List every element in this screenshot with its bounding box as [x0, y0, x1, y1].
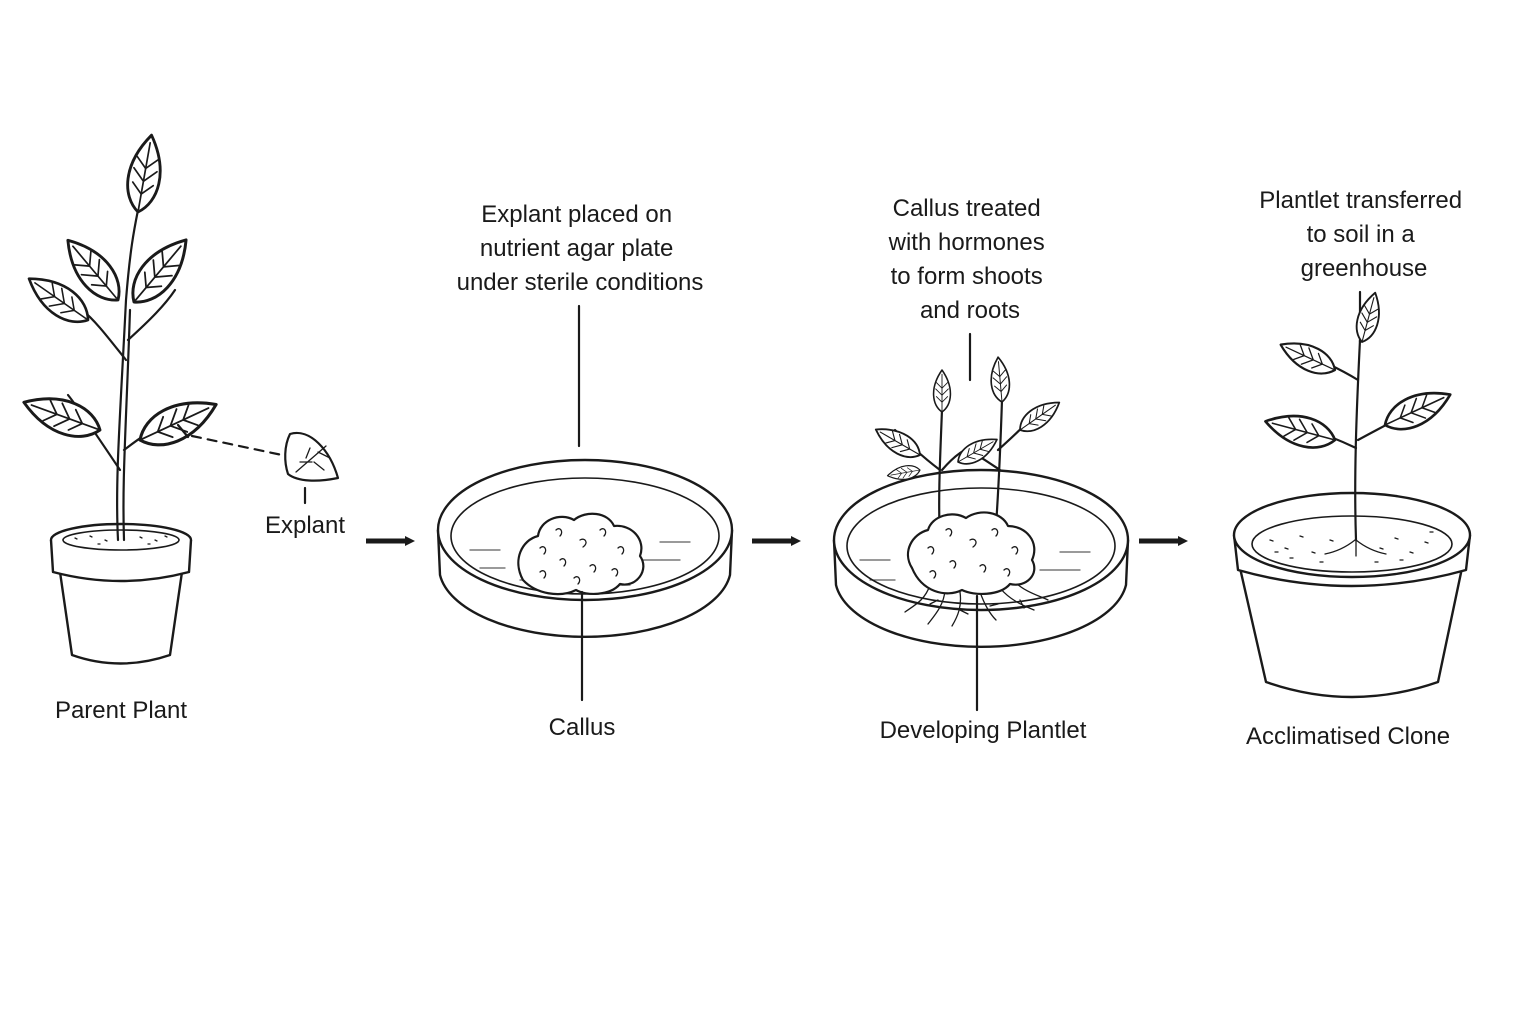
step2-line-3: under sterile conditions — [457, 269, 704, 296]
parent-plant-label: Parent Plant — [55, 697, 187, 724]
callus-label: Callus — [549, 714, 616, 741]
shoots-and-roots-icon — [869, 355, 1066, 627]
step4-line-1: Plantlet transferred — [1259, 187, 1462, 214]
callus-clump-icon — [517, 512, 645, 596]
potted-plant-icon — [16, 131, 225, 665]
step3-annotation: Callus treated with hormones to form sho… — [888, 195, 1052, 324]
explant-dashed-line — [190, 434, 284, 457]
step2-line-1: Explant placed on — [481, 201, 672, 228]
stage-acclimatised-clone: Plantlet transferred to soil in a greenh… — [1232, 187, 1472, 750]
step2-annotation: Explant placed on nutrient agar plate un… — [457, 201, 704, 296]
potted-seedling-icon — [1232, 289, 1472, 699]
stage-developing-plantlet: Callus treated with hormones to form sho… — [832, 195, 1130, 744]
step3-line-2: with hormones — [888, 229, 1045, 256]
acclimatised-clone-label: Acclimatised Clone — [1246, 723, 1450, 750]
step4-line-3: greenhouse — [1301, 255, 1428, 282]
explant-label: Explant — [265, 512, 345, 539]
step3-line-3: to form shoots — [891, 263, 1043, 290]
leaf-fragment-icon — [284, 431, 340, 505]
stage-callus: Explant placed on nutrient agar plate un… — [436, 201, 734, 741]
step2-line-2: nutrient agar plate — [480, 235, 673, 262]
step3-line-1: Callus treated — [893, 195, 1041, 222]
parent-plant: Parent Plant — [16, 131, 225, 724]
explant: Explant — [190, 431, 345, 539]
developing-plantlet-label: Developing Plantlet — [880, 717, 1087, 744]
step4-annotation: Plantlet transferred to soil in a greenh… — [1259, 187, 1468, 282]
step4-line-2: to soil in a — [1307, 221, 1416, 248]
step3-line-4: and roots — [920, 297, 1020, 324]
